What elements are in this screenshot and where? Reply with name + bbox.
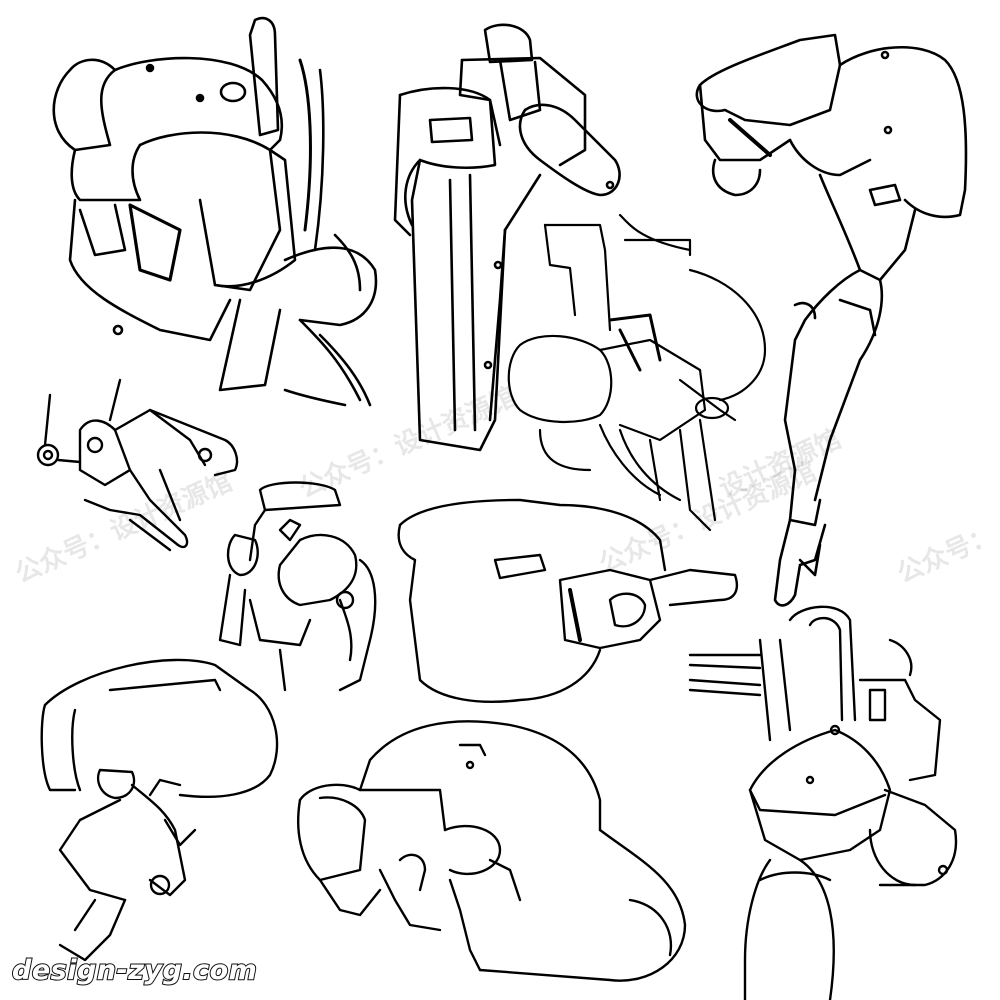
sketch-top-center-column [395,25,620,450]
sketch-bottom-left-elbow [42,660,277,960]
sketch-bottom-center-cylinder [298,721,685,980]
sketch-left-bracket [38,380,237,550]
sketch-middle-wired-cylinder [509,215,765,530]
sketch-bottom-right-joint [690,607,956,1000]
sketch-top-left-joint [54,18,376,405]
sketch-small-actuator [220,483,375,691]
site-logo-text: design-zyg.com [11,954,258,987]
sketch-center-block [399,500,737,702]
sketch-top-right-arm [697,35,966,605]
